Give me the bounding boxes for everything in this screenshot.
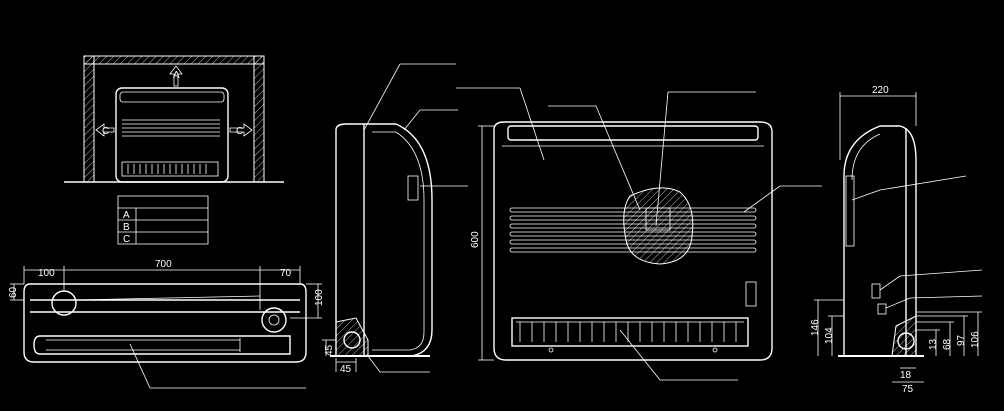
dim-side-width: 220 xyxy=(872,85,889,96)
dim-right-97: 97 xyxy=(956,334,967,346)
pipe-hole-right-icon xyxy=(261,307,287,333)
installation-clearance-view: A C C xyxy=(64,55,284,183)
clearance-table: A B C xyxy=(117,195,209,245)
side-view: 45 45 xyxy=(322,63,468,375)
clearance-label-left: C xyxy=(102,126,109,137)
dim-height-right: 100 xyxy=(314,289,325,306)
table-row-label: C xyxy=(123,234,130,245)
front-view: 600 xyxy=(456,87,822,381)
dim-height-front: 600 xyxy=(470,231,481,248)
dim-left-offset: 100 xyxy=(38,268,55,279)
dim-right-146: 146 xyxy=(810,319,821,336)
table-row-label: B xyxy=(123,222,130,233)
dim-right-75: 75 xyxy=(902,384,914,395)
dim-right-18: 18 xyxy=(900,370,912,381)
dim-right-offset: 70 xyxy=(280,268,292,279)
clearance-label-top: A xyxy=(173,70,180,81)
valve-icon xyxy=(745,281,757,307)
pipe-hole-left-icon xyxy=(51,290,77,316)
clearance-arrow-right xyxy=(229,123,253,137)
dim-width-total: 700 xyxy=(155,259,172,270)
dim-bottom-w1: 45 xyxy=(340,364,352,375)
dim-right-68: 68 xyxy=(942,338,953,350)
fan-cutaway xyxy=(623,187,694,265)
dim-bottom-h1: 45 xyxy=(324,344,335,356)
right-side-view: 220 146 104 13 68 97 106 18 75 xyxy=(810,85,983,395)
right-pipe-hole-icon xyxy=(897,332,915,350)
dim-depth-left: 60 xyxy=(8,286,19,298)
top-view: 100 700 70 60 100 xyxy=(8,259,325,389)
clearance-arrow-left xyxy=(95,123,115,137)
table-row-label: A xyxy=(123,210,130,221)
dim-right-13: 13 xyxy=(928,338,939,350)
clearance-label-right: C xyxy=(236,126,243,137)
clearance-arrow-top xyxy=(169,65,183,87)
dim-right-104: 104 xyxy=(824,327,835,344)
side-pipe-hole-icon xyxy=(343,331,361,349)
dim-right-106: 106 xyxy=(970,331,981,348)
